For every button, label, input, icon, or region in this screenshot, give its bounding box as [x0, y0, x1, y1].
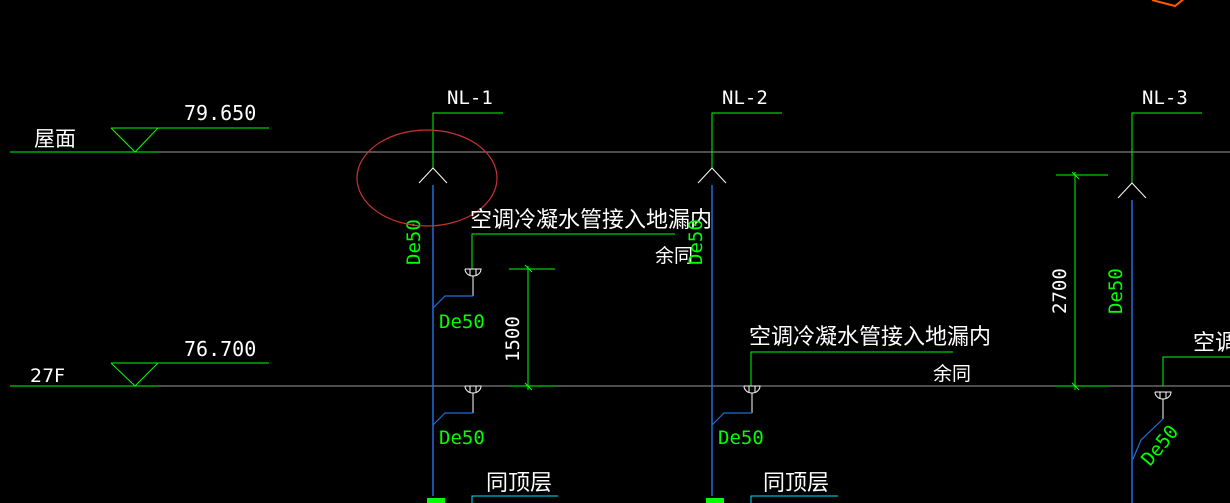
riser-size: De50 [1105, 268, 1127, 314]
elevation-marker-roof: 79.650 屋面 [34, 101, 269, 153]
floor-drain-icon [743, 385, 761, 413]
note-remainder: 余同 [933, 363, 971, 385]
branch-size: De50 [1137, 421, 1183, 470]
vent-cap-icon [697, 167, 727, 184]
dimension-value: 1500 [502, 316, 524, 362]
riser-nl-3[interactable]: NL-3 De50 [1105, 87, 1202, 503]
note-connect-drain-partial: 空调 [1193, 331, 1230, 356]
note-same-as-top: 同顶层 [486, 471, 552, 496]
dimension-2700: 2700 [1049, 171, 1108, 391]
note-connect-drain: 空调冷凝水管接入地漏内 [749, 325, 991, 350]
orange-markup [1151, 0, 1185, 8]
dimension-1500: 1500 [502, 264, 555, 391]
branch-size: De50 [439, 427, 485, 449]
floor-drain-icon [464, 385, 482, 413]
branch-nl-3: 空调 De50 [1132, 331, 1230, 470]
branch-nl-1-upper: 空调冷凝水管接入地漏内 De50 余同 [432, 208, 712, 333]
riser-label: NL-2 [722, 87, 768, 109]
level-name: 27F [30, 365, 65, 387]
red-markup-circle [356, 129, 498, 227]
riser-label: NL-3 [1142, 87, 1188, 109]
branch-size: De50 [439, 311, 485, 333]
branch-nl-1-lower: De50 同顶层 [432, 385, 558, 503]
riser-size: De50 [403, 219, 425, 265]
floor-drain-icon [464, 268, 482, 296]
note-remainder: 余同 [655, 245, 693, 267]
elevation-value: 79.650 [184, 101, 256, 125]
branch-size: De50 [718, 427, 764, 449]
level-name: 屋面 [34, 127, 76, 151]
dimension-value: 2700 [1049, 268, 1071, 314]
note-same-as-top: 同顶层 [763, 471, 829, 496]
riser-label: NL-1 [447, 87, 493, 109]
riser-nl-1[interactable]: NL-1 De50 [403, 87, 503, 503]
elevation-value: 76.700 [184, 337, 256, 361]
branch-nl-2: 空调冷凝水管接入地漏内 余同 De50 同顶层 [711, 325, 991, 503]
riser-size: De50 [685, 219, 707, 265]
riser-nl-2[interactable]: NL-2 De50 [685, 87, 782, 503]
elevation-marker-27f: 76.700 27F [30, 337, 269, 387]
vent-cap-icon [418, 167, 448, 184]
floor-drain-icon [1154, 391, 1172, 419]
note-connect-drain: 空调冷凝水管接入地漏内 [470, 208, 712, 233]
vent-cap-icon [1117, 182, 1147, 199]
